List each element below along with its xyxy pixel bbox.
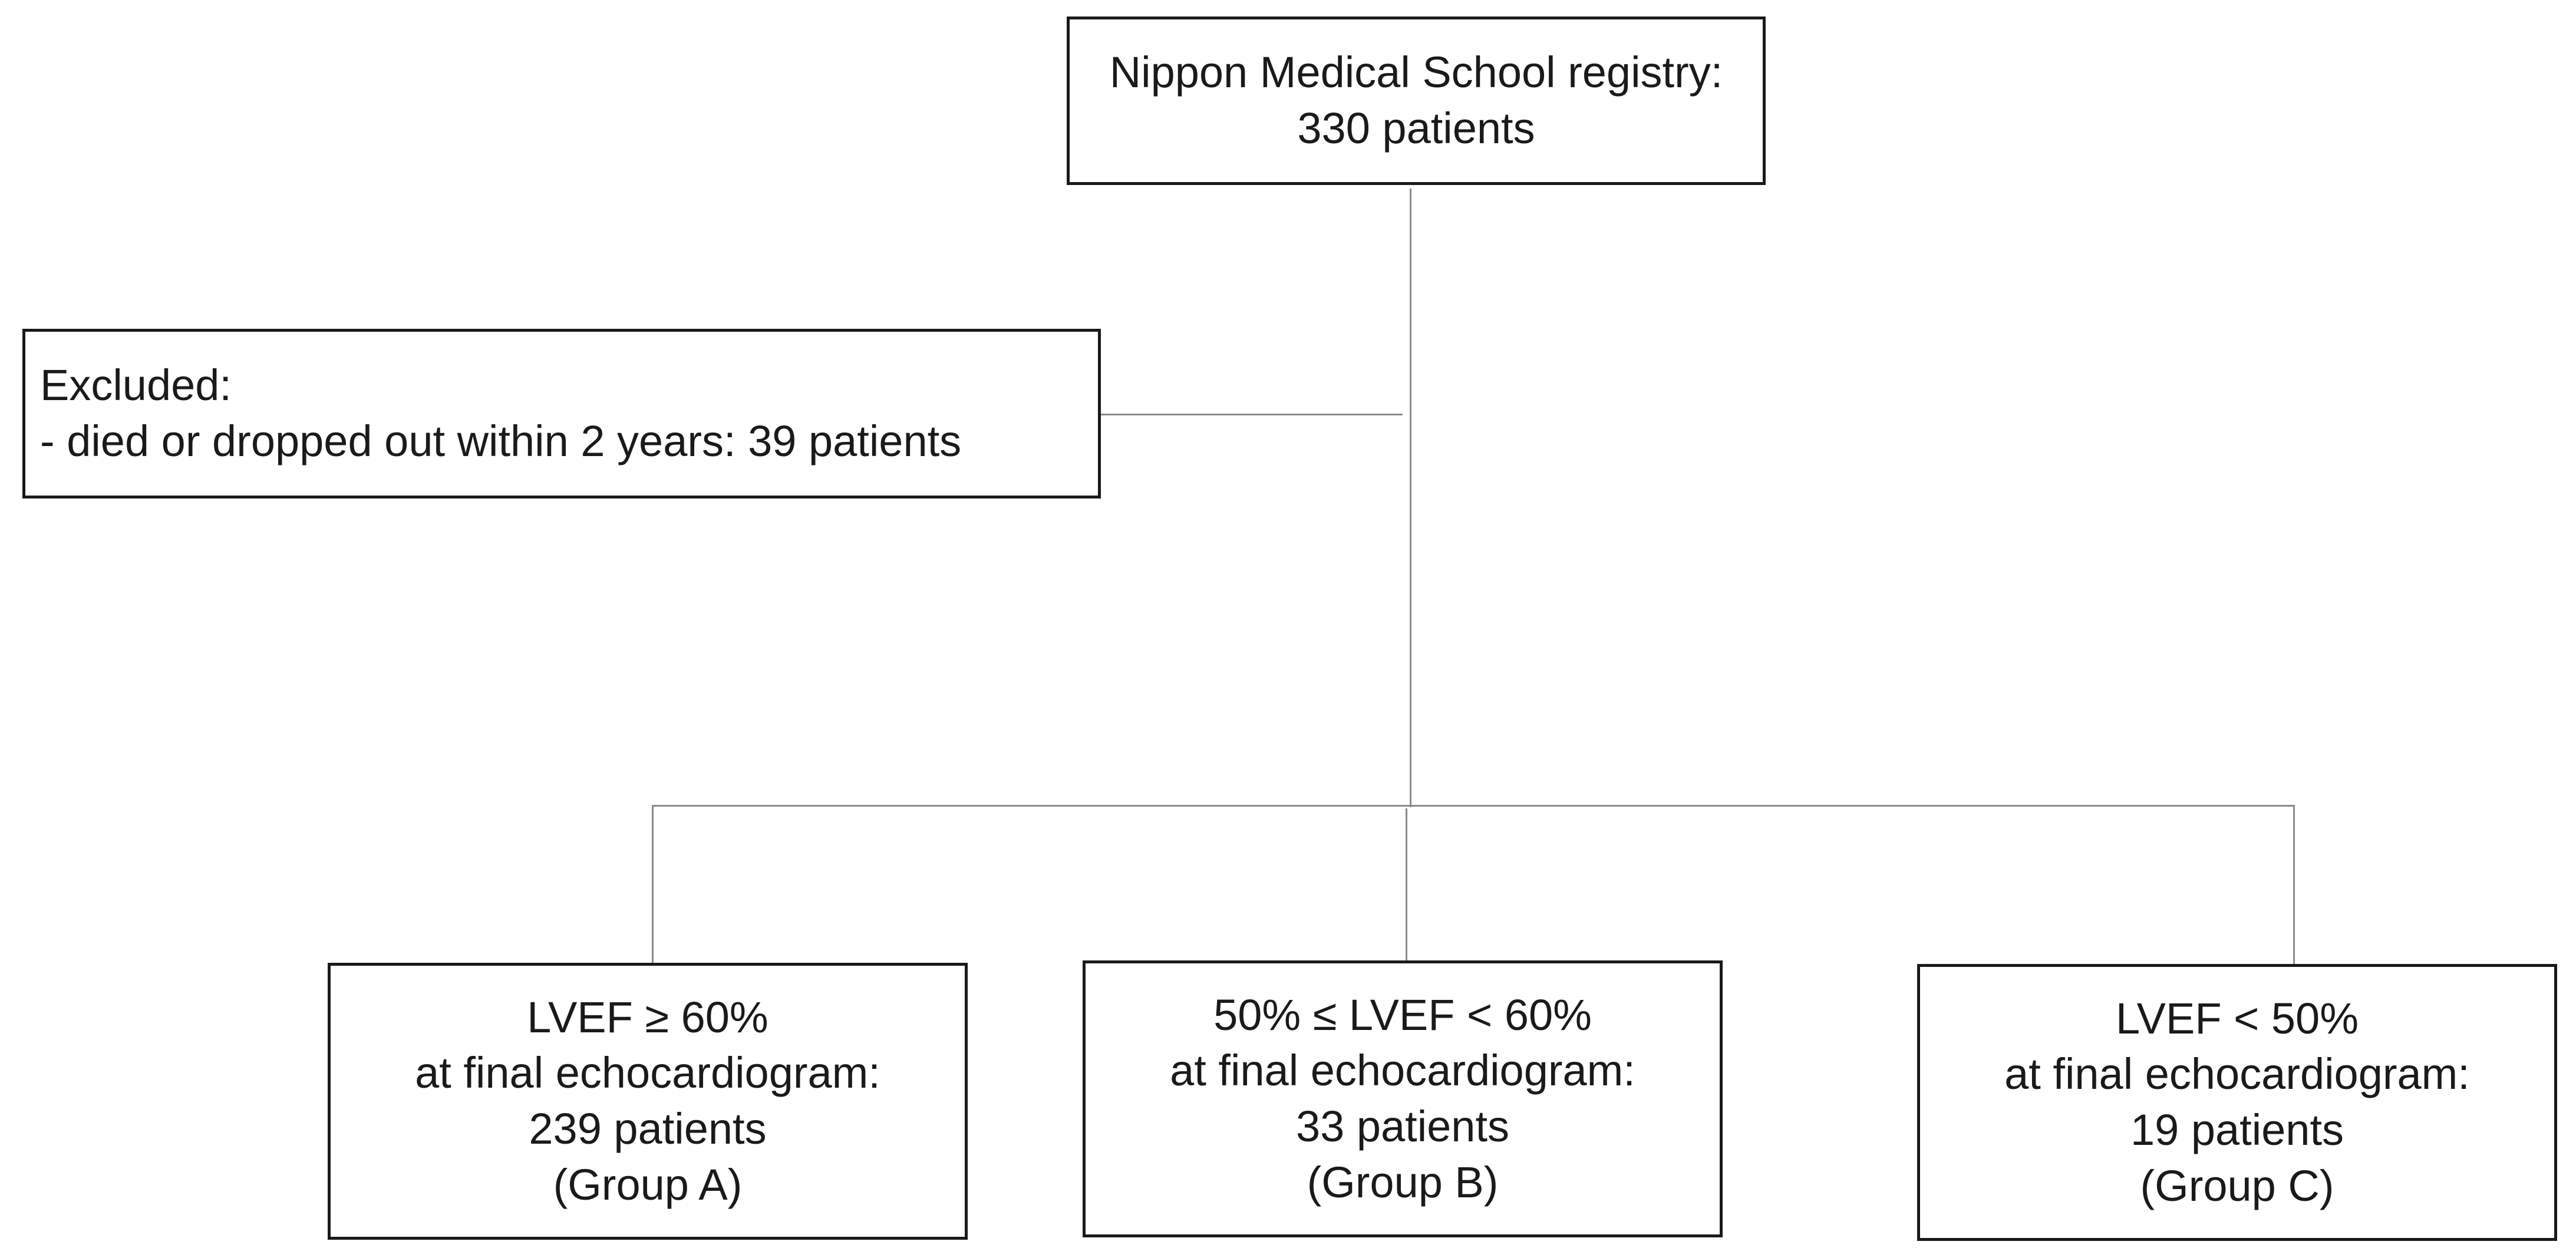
branch-a-connector: [652, 805, 654, 964]
exclusion-connector: [1099, 414, 1403, 415]
registry-title: Nippon Medical School registry:: [1109, 48, 1723, 97]
group-a-criterion: LVEF ≥ 60%: [527, 992, 768, 1042]
group-b-count: 33 patients: [1295, 1102, 1510, 1151]
branch-b-connector: [1406, 808, 1407, 963]
group-b-criterion: 50% ≤ LVEF < 60%: [1213, 990, 1592, 1039]
registry-count: 330 patients: [1297, 104, 1535, 153]
branch-c-connector: [2293, 805, 2295, 964]
group-c-label: (Group C): [2140, 1161, 2334, 1210]
excluded-box: Excluded: - died or dropped out within 2…: [22, 329, 1101, 498]
group-c-box: LVEF < 50% at final echocardiogram: 19 p…: [1917, 964, 2557, 1241]
group-a-label: (Group A): [553, 1160, 743, 1209]
group-c-count: 19 patients: [2130, 1105, 2344, 1154]
group-b-timing: at final echocardiogram:: [1170, 1046, 1635, 1095]
group-a-timing: at final echocardiogram:: [415, 1048, 880, 1098]
group-c-criterion: LVEF < 50%: [2115, 993, 2359, 1043]
group-b-label: (Group B): [1307, 1157, 1499, 1207]
group-a-box: LVEF ≥ 60% at final echocardiogram: 239 …: [328, 963, 968, 1240]
trunk-connector: [1410, 189, 1411, 807]
group-c-timing: at final echocardiogram:: [2004, 1049, 2470, 1099]
group-a-count: 239 patients: [529, 1104, 767, 1153]
excluded-detail: - died or dropped out within 2 years: 39…: [40, 417, 962, 465]
branch-connector: [652, 805, 2295, 807]
group-b-box: 50% ≤ LVEF < 60% at final echocardiogram…: [1083, 960, 1723, 1237]
excluded-title: Excluded:: [40, 361, 232, 410]
registry-box: Nippon Medical School registry: 330 pati…: [1067, 16, 1766, 185]
